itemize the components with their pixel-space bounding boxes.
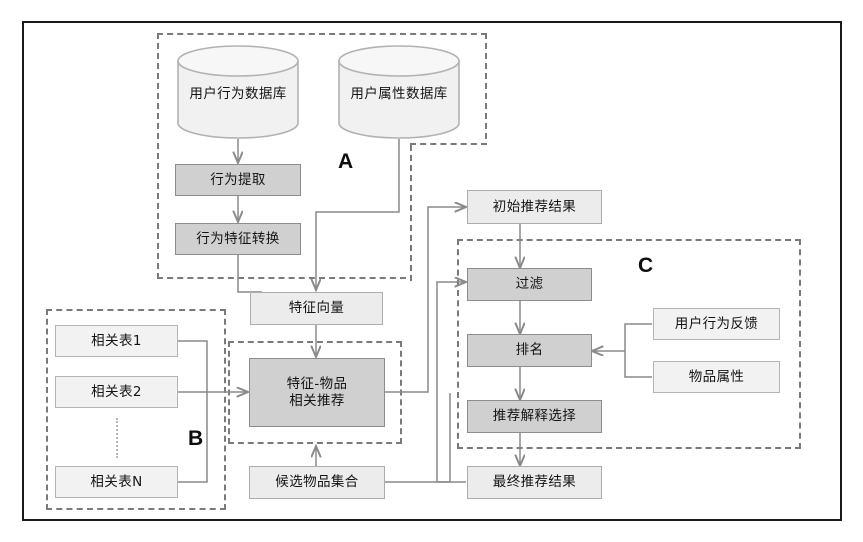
node-behavior-feature-transform-label: 行为特征转换 [196,230,280,247]
node-candidate-item-set[interactable]: 候选物品集合 [249,466,385,499]
node-correlation-table-2-label: 相关表2 [91,383,142,400]
node-user-behavior-feedback[interactable]: 用户行为反馈 [653,308,780,340]
node-initial-recommendation-result-label: 初始推荐结果 [492,198,577,215]
database-user-attribute-label: 用户属性数据库 [350,86,448,102]
database-user-behavior-label: 用户行为数据库 [189,86,287,102]
node-filter[interactable]: 过滤 [467,268,592,301]
node-correlation-table-n-label: 相关表N [90,473,143,490]
node-feature-vector[interactable]: 特征向量 [250,292,383,325]
node-item-attribute-label: 物品属性 [688,368,745,385]
node-final-recommendation-result[interactable]: 最终推荐结果 [467,466,602,499]
node-feature-item-recommendation-line2: 相关推荐 [289,392,345,409]
node-behavior-extraction[interactable]: 行为提取 [175,164,301,196]
node-behavior-extraction-label: 行为提取 [210,171,266,188]
node-recommendation-explanation-selection-label: 推荐解释选择 [492,408,577,425]
database-user-attribute[interactable]: 用户属性数据库 [336,44,462,140]
region-a-label: A [338,150,354,173]
node-ranking[interactable]: 排名 [467,334,592,367]
node-initial-recommendation-result[interactable]: 初始推荐结果 [467,190,602,224]
node-user-behavior-feedback-label: 用户行为反馈 [674,315,759,332]
region-a-notch-horizontal-edge [410,143,487,145]
node-correlation-table-1[interactable]: 相关表1 [55,325,178,357]
region-c-label: C [638,254,654,277]
node-correlation-table-n[interactable]: 相关表N [55,466,178,498]
node-correlation-table-2[interactable]: 相关表2 [55,376,178,408]
node-final-recommendation-result-label: 最终推荐结果 [492,474,577,491]
correlation-tables-ellipsis [116,418,118,458]
node-candidate-item-set-label: 候选物品集合 [275,474,359,491]
region-a-notch-vertical-edge [410,145,412,281]
region-b-boundary [46,309,226,510]
node-correlation-table-1-label: 相关表1 [91,332,142,349]
node-filter-label: 过滤 [515,276,544,293]
node-behavior-feature-transform[interactable]: 行为特征转换 [175,223,301,255]
node-recommendation-explanation-selection[interactable]: 推荐解释选择 [467,400,602,433]
node-item-attribute[interactable]: 物品属性 [653,361,780,393]
node-feature-item-recommendation-line1: 特征-物品 [286,375,348,392]
node-feature-vector-label: 特征向量 [288,300,345,317]
node-feature-item-recommendation[interactable]: 特征-物品 相关推荐 [249,358,385,427]
node-ranking-label: 排名 [515,342,544,359]
database-user-behavior[interactable]: 用户行为数据库 [175,44,301,140]
region-b-label: B [188,427,204,450]
